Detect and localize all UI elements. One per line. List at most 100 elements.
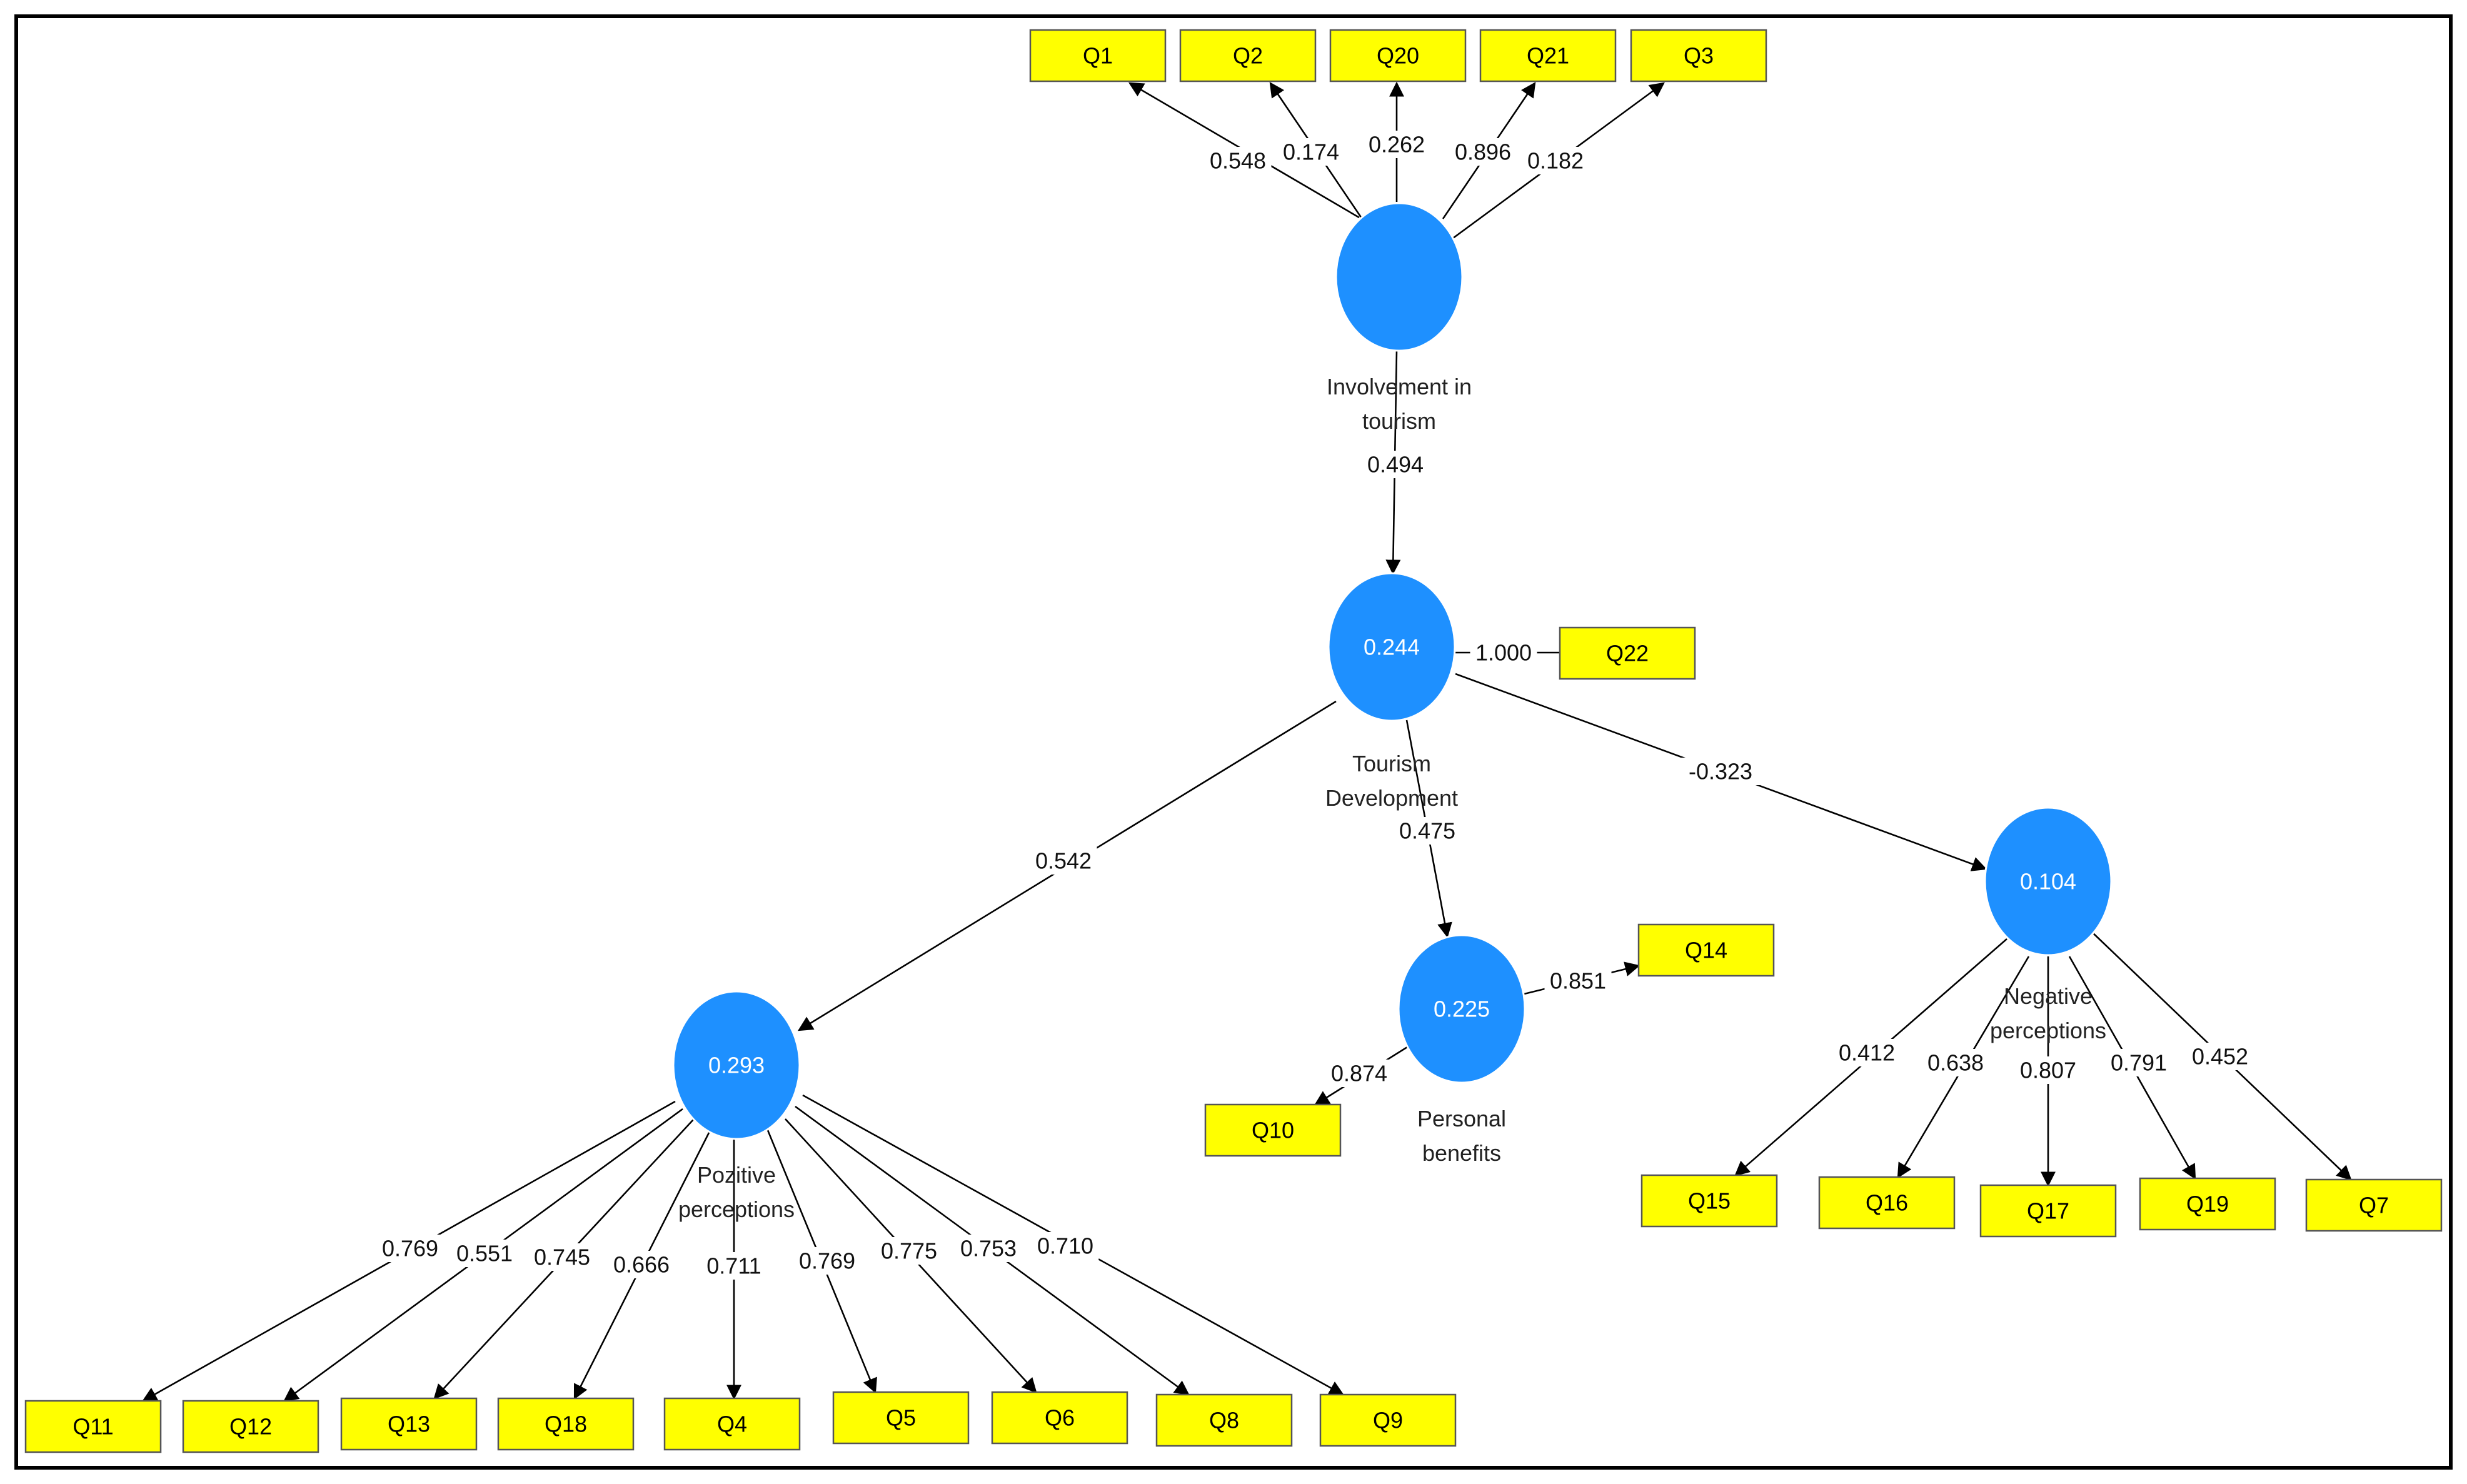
latent-label-line: Involvement in xyxy=(1327,374,1472,399)
indicator-q20[interactable]: Q20 xyxy=(1329,29,1467,83)
latent-label-line: Pozitive xyxy=(697,1162,776,1188)
latent-label-line: perceptions xyxy=(678,1196,795,1222)
indicator-label: Q18 xyxy=(545,1411,587,1437)
indicator-label: Q6 xyxy=(1045,1405,1075,1431)
indicator-q9[interactable]: Q9 xyxy=(1319,1393,1457,1447)
loading-positive-q11-coefficient: 0.769 xyxy=(382,1236,438,1261)
indicator-label: Q16 xyxy=(1866,1190,1908,1216)
latent-r-squared: 0.244 xyxy=(1364,634,1420,660)
loading-negative-q19-coefficient: 0.791 xyxy=(2111,1050,2167,1076)
indicator-label: Q12 xyxy=(229,1414,272,1440)
indicator-q2[interactable]: Q2 xyxy=(1179,29,1317,83)
indicator-q5[interactable]: Q5 xyxy=(832,1391,970,1445)
indicator-box[interactable] xyxy=(1329,29,1467,83)
loading-negative-q7-coefficient: 0.452 xyxy=(2192,1044,2248,1070)
loading-personal-q10-label-bg xyxy=(1325,1060,1393,1087)
indicator-q21[interactable]: Q21 xyxy=(1479,29,1617,83)
loading-negative-q17-label-bg xyxy=(2014,1056,2082,1084)
indicator-q8[interactable]: Q8 xyxy=(1155,1393,1293,1447)
indicator-q17[interactable]: Q17 xyxy=(1979,1184,2117,1238)
indicator-q11[interactable]: Q11 xyxy=(24,1400,162,1453)
indicator-box[interactable] xyxy=(24,1400,162,1453)
latent-ellipse[interactable] xyxy=(1984,806,2113,956)
indicator-box[interactable] xyxy=(1640,1174,1778,1228)
indicator-label: Q22 xyxy=(1606,641,1649,666)
indicator-label: Q4 xyxy=(717,1411,747,1437)
loading-positive-q5-coefficient: 0.769 xyxy=(799,1248,855,1274)
indicator-box[interactable] xyxy=(1637,923,1775,977)
indicator-q16[interactable]: Q16 xyxy=(1818,1176,1956,1230)
indicator-box[interactable] xyxy=(1029,29,1167,83)
latent-positive[interactable]: 0.293 xyxy=(672,990,801,1140)
indicator-label: Q19 xyxy=(2186,1191,2229,1217)
indicator-box[interactable] xyxy=(1179,29,1317,83)
indicator-label: Q11 xyxy=(73,1414,113,1440)
loading-positive-q13-coefficient: 0.745 xyxy=(534,1245,590,1270)
loading-involvement-q21-label-bg xyxy=(1449,138,1517,166)
indicator-label: Q15 xyxy=(1688,1188,1731,1214)
indicator-q13[interactable]: Q13 xyxy=(340,1397,478,1451)
indicator-box[interactable] xyxy=(663,1397,801,1451)
path-tourism-dev-to-personal-coefficient: 0.475 xyxy=(1399,818,1455,844)
indicator-label: Q21 xyxy=(1527,43,1569,69)
indicator-q22[interactable]: Q22 xyxy=(1559,626,1696,680)
path-tourism-dev-to-negative-label-bg xyxy=(1681,758,1760,785)
indicator-label: Q14 xyxy=(1685,938,1727,963)
indicator-box[interactable] xyxy=(1155,1393,1293,1447)
latent-negative[interactable]: 0.104 xyxy=(1984,806,2113,956)
indicator-q19[interactable]: Q19 xyxy=(2139,1177,2276,1231)
path-tourism-dev-to-negative-coefficient: -0.323 xyxy=(1689,759,1752,785)
latent-personal[interactable]: 0.225 xyxy=(1397,934,1526,1084)
indicator-label: Q8 xyxy=(1209,1408,1239,1433)
indicator-box[interactable] xyxy=(1818,1176,1956,1230)
loading-positive-q4-coefficient: 0.711 xyxy=(706,1253,761,1279)
indicator-box[interactable] xyxy=(1559,626,1696,680)
loading-positive-q13-label-bg xyxy=(528,1243,596,1271)
path-involvement-to-tourism-dev-coefficient: 0.494 xyxy=(1367,452,1424,478)
indicator-box[interactable] xyxy=(991,1391,1128,1445)
loading-positive-q8-label-bg xyxy=(955,1235,1022,1262)
loading-positive-q18-label-bg xyxy=(608,1251,675,1278)
latent-ellipse[interactable] xyxy=(672,990,801,1140)
indicator-q7[interactable]: Q7 xyxy=(2305,1178,2443,1232)
indicator-box[interactable] xyxy=(1204,1103,1342,1157)
indicator-q18[interactable]: Q18 xyxy=(497,1397,635,1451)
indicator-q12[interactable]: Q12 xyxy=(182,1400,319,1453)
latent-involvement[interactable] xyxy=(1335,202,1464,352)
loading-positive-q4-label-bg xyxy=(700,1252,768,1280)
indicator-box[interactable] xyxy=(1479,29,1617,83)
indicator-box[interactable] xyxy=(182,1400,319,1453)
indicator-box[interactable] xyxy=(2139,1177,2276,1231)
indicator-box[interactable] xyxy=(1319,1393,1457,1447)
indicator-q4[interactable]: Q4 xyxy=(663,1397,801,1451)
latent-ellipse[interactable] xyxy=(1397,934,1526,1084)
indicator-box[interactable] xyxy=(1979,1184,2117,1238)
latent-label-line: Tourism xyxy=(1352,751,1431,776)
indicator-q1[interactable]: Q1 xyxy=(1029,29,1167,83)
indicator-q6[interactable]: Q6 xyxy=(991,1391,1128,1445)
loading-involvement-q3-coefficient: 0.182 xyxy=(1527,148,1584,174)
indicator-q10[interactable]: Q10 xyxy=(1204,1103,1342,1157)
latent-ellipse[interactable] xyxy=(1327,572,1456,722)
latent-ellipse[interactable] xyxy=(1335,202,1464,352)
indicator-q15[interactable]: Q15 xyxy=(1640,1174,1778,1228)
loading-personal-q14-coefficient: 0.851 xyxy=(1550,968,1606,994)
indicator-box[interactable] xyxy=(1630,29,1767,83)
loading-positive-q12-coefficient: 0.551 xyxy=(456,1241,513,1266)
loading-personal-q10-coefficient: 0.874 xyxy=(1331,1061,1387,1086)
indicator-box[interactable] xyxy=(2305,1178,2443,1232)
loading-negative-q17-coefficient: 0.807 xyxy=(2020,1058,2076,1083)
indicator-box[interactable] xyxy=(832,1391,970,1445)
latent-tourism-dev[interactable]: 0.244 xyxy=(1327,572,1456,722)
indicator-box[interactable] xyxy=(497,1397,635,1451)
indicator-q14[interactable]: Q14 xyxy=(1637,923,1775,977)
loading-involvement-q20-coefficient: 0.262 xyxy=(1369,132,1425,158)
indicator-q3[interactable]: Q3 xyxy=(1630,29,1767,83)
indicator-box[interactable] xyxy=(340,1397,478,1451)
indicator-label: Q5 xyxy=(886,1405,916,1431)
